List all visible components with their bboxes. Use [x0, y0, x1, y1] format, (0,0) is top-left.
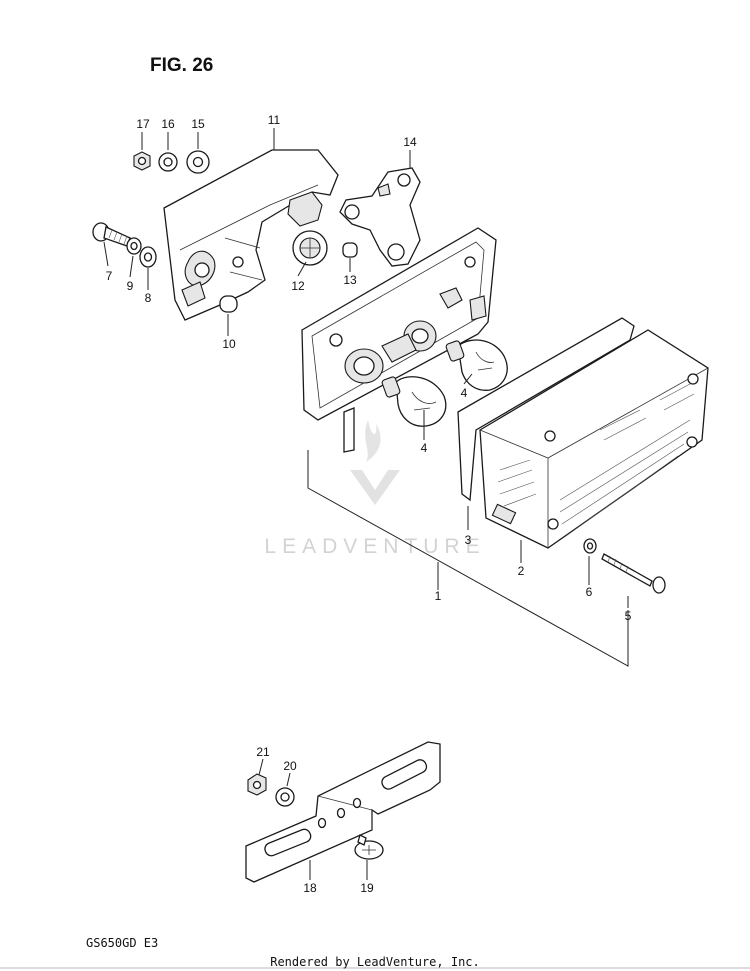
figure-title: FIG. 26 [150, 55, 213, 76]
bulb-part-4-a [445, 339, 508, 391]
callout-labels: 1 2 3 4 4 5 6 7 8 9 10 11 12 13 14 15 16… [106, 113, 632, 895]
bulb-part-4-b [381, 376, 447, 427]
callout-3: 3 [465, 533, 472, 547]
callout-7: 7 [106, 269, 113, 283]
watermark: LEADVENTURE [264, 420, 485, 558]
callout-15: 15 [191, 117, 205, 131]
bracket-part-14 [339, 167, 421, 267]
callout-20: 20 [283, 759, 297, 773]
callout-10: 10 [222, 337, 236, 351]
callout-11: 11 [268, 113, 281, 127]
gasket-part-3 [457, 317, 635, 502]
washer-part-9 [126, 237, 142, 255]
grommet-part-10 [219, 295, 238, 313]
callout-5: 5 [625, 609, 632, 623]
callout-4b: 4 [421, 441, 428, 455]
lens-part-2 [479, 329, 709, 549]
socket-plate [301, 227, 497, 453]
callout-4a: 4 [461, 386, 468, 400]
callout-1: 1 [435, 589, 442, 603]
lock-washer-part-20 [275, 787, 295, 807]
model-code: GS650GD E3 [86, 936, 158, 950]
callout-12: 12 [291, 279, 305, 293]
callout-13: 13 [343, 273, 357, 287]
callout-8: 8 [145, 291, 152, 305]
footer-credit: Rendered by LeadVenture, Inc. [270, 955, 480, 969]
assembly-bracket-1 [307, 450, 629, 667]
callout-9: 9 [127, 279, 134, 293]
plate-bracket-part-18 [245, 741, 441, 883]
callout-17: 17 [136, 117, 150, 131]
lock-washer-part-16 [158, 152, 178, 172]
screw-part-5 [601, 553, 666, 594]
watermark-text: LEADVENTURE [264, 535, 485, 558]
callout-18: 18 [303, 881, 317, 895]
washer-part-6 [583, 538, 597, 554]
washer-part-15 [186, 150, 210, 174]
callout-6: 6 [586, 585, 593, 599]
screw-part-19 [354, 834, 384, 860]
spacer-part-13 [342, 242, 358, 258]
callout-21: 21 [256, 745, 270, 759]
callout-2: 2 [518, 564, 525, 578]
washer-part-8 [139, 246, 157, 268]
callout-19: 19 [360, 881, 374, 895]
nut-part-17 [133, 151, 151, 171]
nut-part-21 [247, 773, 267, 796]
leader-lines [103, 128, 629, 880]
housing-part-11 [163, 149, 339, 321]
socket-part-12 [292, 230, 328, 266]
callout-14: 14 [403, 135, 417, 149]
callout-16: 16 [161, 117, 175, 131]
screw-part-7 [92, 222, 131, 247]
